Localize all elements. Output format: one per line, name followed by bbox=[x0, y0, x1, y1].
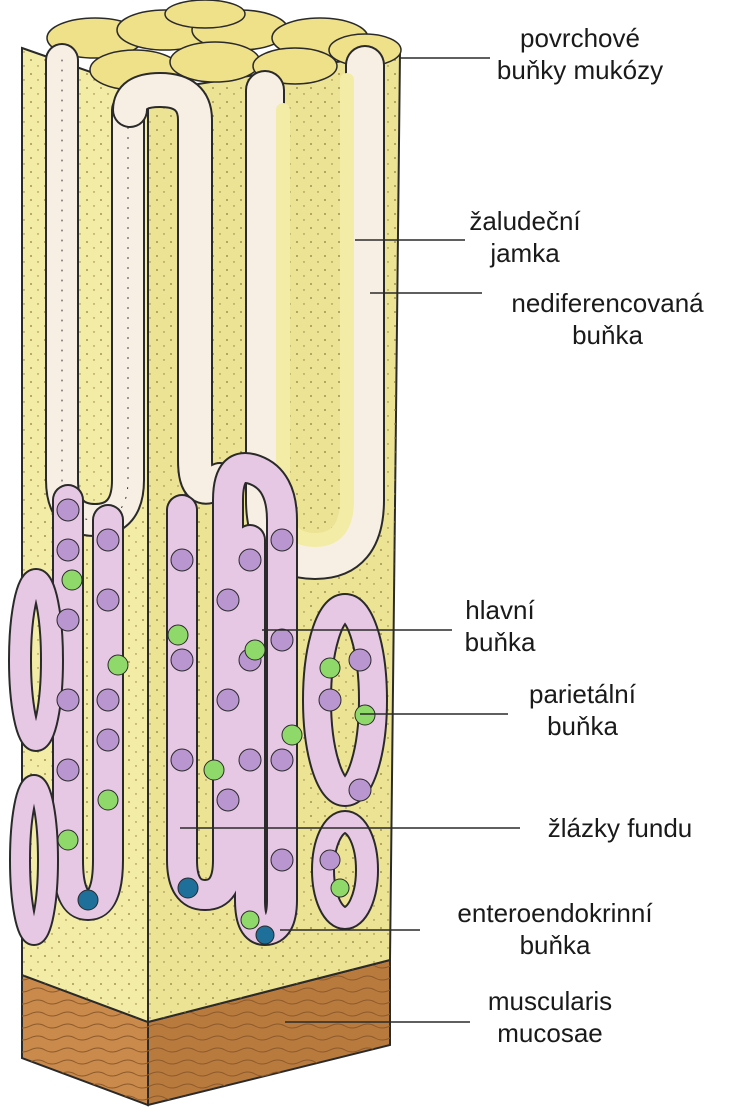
label-line: buňky mukózy bbox=[470, 54, 690, 86]
label-line: buňka bbox=[415, 929, 695, 961]
label-line: buňka bbox=[505, 710, 660, 742]
label-line: buňka bbox=[440, 626, 560, 658]
label-line: žlázky fundu bbox=[515, 812, 725, 844]
label-hlavni: hlavní buňka bbox=[440, 594, 560, 658]
label-line: jamka bbox=[455, 237, 595, 269]
label-line: žaludeční bbox=[455, 205, 595, 237]
label-line: buňka bbox=[480, 319, 735, 351]
label-zlazky: žlázky fundu bbox=[515, 812, 725, 844]
label-enteroendokrinni: enteroendokrinní buňka bbox=[415, 897, 695, 961]
label-line: mucosae bbox=[465, 1017, 635, 1049]
label-nediferencovana: nediferencovaná buňka bbox=[480, 287, 735, 351]
label-muscularis: muscularis mucosae bbox=[465, 985, 635, 1049]
label-line: parietální bbox=[505, 678, 660, 710]
label-parietalni: parietální buňka bbox=[505, 678, 660, 742]
label-line: muscularis bbox=[465, 985, 635, 1017]
label-line: nediferencovaná bbox=[480, 287, 735, 319]
label-povrchove: povrchové buňky mukózy bbox=[470, 22, 690, 86]
label-jamka: žaludeční jamka bbox=[455, 205, 595, 269]
label-line: hlavní bbox=[440, 594, 560, 626]
label-line: povrchové bbox=[470, 22, 690, 54]
label-line: enteroendokrinní bbox=[415, 897, 695, 929]
